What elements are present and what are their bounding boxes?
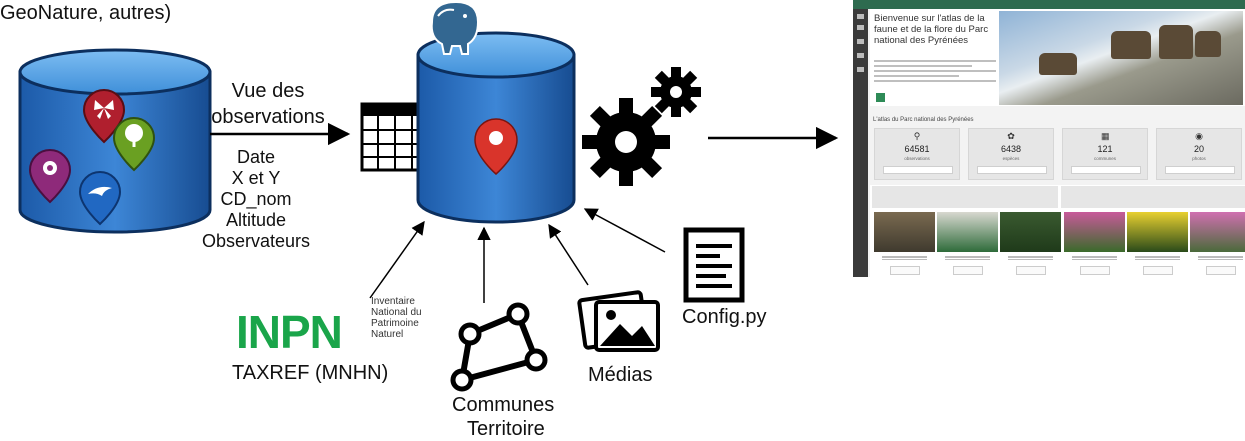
source-label: GeoNature, autres): [0, 2, 172, 24]
species-thumb[interactable]: [1190, 212, 1245, 252]
camera-icon: ◉: [1195, 131, 1203, 141]
field-altitude: Altitude: [225, 210, 287, 230]
stat-species: ✿ 6438 espèces: [968, 128, 1054, 180]
species-button[interactable]: [953, 266, 983, 275]
species-button[interactable]: [1143, 266, 1173, 275]
atlas-screenshot: Bienvenue sur l'atlas de la faune et de …: [853, 0, 1245, 277]
field-xy: X et Y: [231, 168, 281, 188]
atlas-stats-title: L'atlas du Parc national des Pyrénées: [873, 117, 974, 123]
taxref-label: TAXREF (MNHN): [232, 362, 389, 384]
field-observateurs: Observateurs: [201, 231, 311, 251]
species-button[interactable]: [1016, 266, 1046, 275]
stat-search-field[interactable]: [977, 166, 1047, 174]
species-thumb[interactable]: [1127, 212, 1188, 252]
arrow-from-taxref: [369, 220, 425, 299]
leaf-icon: ✿: [1007, 131, 1015, 141]
field-date: Date: [236, 147, 276, 167]
stat-search-field[interactable]: [1071, 166, 1141, 174]
postgresql-elephant-icon: [430, 0, 480, 55]
search-icon: ⚲: [913, 131, 921, 141]
medias-label: Médias: [588, 364, 653, 386]
species-thumb[interactable]: [1000, 212, 1061, 252]
arrow-from-medias: [548, 223, 589, 286]
building-icon: ▦: [1101, 131, 1110, 141]
inpn-logo: INPN: [236, 306, 343, 358]
inpn-sub-2: National du: [371, 307, 422, 318]
species-thumb[interactable]: [1064, 212, 1125, 252]
bird-pin-icon: [78, 171, 122, 226]
communes-label: Communes: [452, 394, 555, 416]
species-thumb[interactable]: [874, 212, 935, 252]
config-label: Config.py: [682, 306, 767, 328]
species-button[interactable]: [890, 266, 920, 275]
source-database-icon: [18, 48, 212, 234]
stat-photos-button[interactable]: [1165, 166, 1235, 174]
butterfly-pin-icon: [82, 89, 126, 144]
species-button[interactable]: [1080, 266, 1110, 275]
field-cd-nom: CD_nom: [220, 189, 292, 209]
flower-pin-icon: [28, 149, 72, 204]
species-thumb[interactable]: [937, 212, 998, 252]
gears-icon: [582, 67, 701, 186]
document-icon: [683, 227, 745, 303]
flora-panel-header: [1061, 186, 1245, 208]
territoire-label: Territoire: [467, 418, 545, 440]
inpn-sub-3: Patrimoine: [371, 318, 419, 329]
atlas-sidebar: [853, 9, 868, 277]
atlas-database-icon: [416, 31, 576, 224]
inpn-sub-1: Inventaire: [371, 296, 415, 307]
atlas-green-button[interactable]: [876, 93, 885, 102]
atlas-hero: Bienvenue sur l'atlas de la faune et de …: [870, 9, 1245, 106]
stat-search-field[interactable]: [883, 166, 953, 174]
polygon-territory-icon: [450, 302, 548, 392]
arrow-from-config: [583, 208, 666, 253]
inpn-sub-4: Naturel: [371, 329, 404, 340]
species-button[interactable]: [1206, 266, 1236, 275]
ibex-photo: [999, 11, 1243, 105]
view-title-line-2: observations: [211, 106, 325, 128]
map-pin-icon: [474, 118, 518, 175]
stat-communes: ▦ 121 communes: [1062, 128, 1148, 180]
view-title-line-1: Vue des: [231, 80, 305, 102]
stat-observations: ⚲ 64581 observations: [874, 128, 960, 180]
photos-icon: [577, 290, 660, 352]
atlas-hero-title: Bienvenue sur l'atlas de la faune et de …: [874, 13, 989, 46]
fauna-panel-header: [872, 186, 1058, 208]
stat-photos: ◉ 20 photos: [1156, 128, 1242, 180]
tree-pin-icon: [112, 117, 156, 172]
inpn-logo-letters: INPN: [236, 306, 343, 358]
atlas-topbar: [853, 0, 1245, 9]
